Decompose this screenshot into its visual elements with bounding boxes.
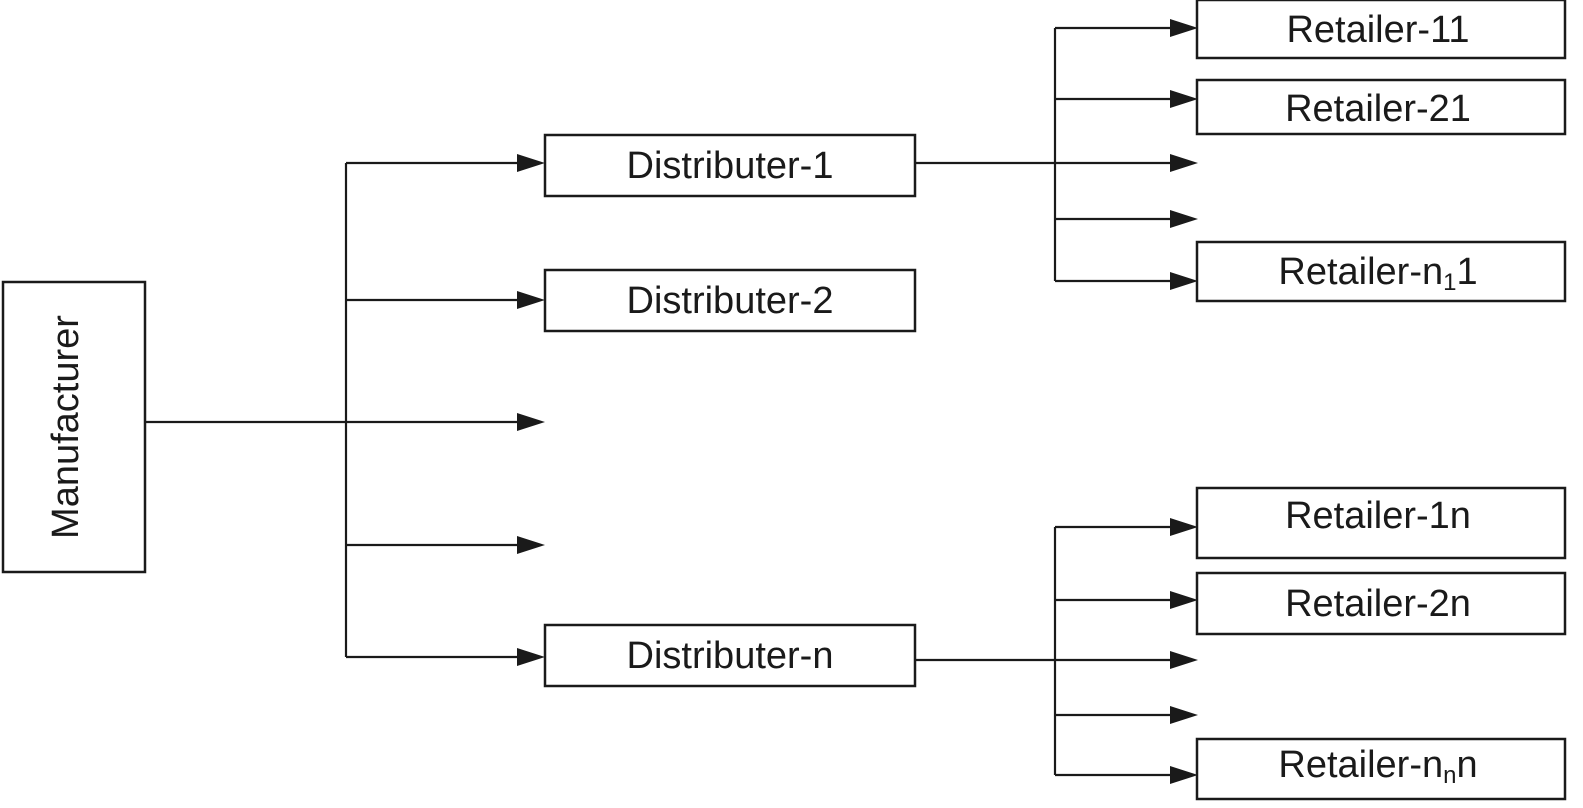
distributer-node-1: Distributer-1 [543,133,917,198]
arrowhead [1170,210,1198,228]
arrowhead [1170,651,1198,669]
retailer-label: Retailer-21 [1285,88,1471,130]
arrowhead [1170,591,1198,609]
retailer-node-nn-n: Retailer-nnn [1195,737,1567,801]
arrowhead [1170,90,1198,108]
arrowhead [517,648,545,666]
arrowhead [1170,518,1198,536]
distributer-label: Distributer-1 [627,145,834,187]
retailer-node-1n: Retailer-1n [1195,486,1567,560]
arrowhead [517,291,545,309]
distributer-label: Distributer-n [627,635,834,677]
retailer-node-21: Retailer-21 [1195,78,1567,136]
retailer-node-2n: Retailer-2n [1195,571,1567,636]
retailer-label: Retailer-nnn [1278,744,1477,789]
retailer-node-11: Retailer-11 [1195,0,1567,60]
retailer-node-n1-1: Retailer-n11 [1195,240,1567,303]
distributer-1-connectors [915,19,1198,290]
arrowhead [1170,706,1198,724]
arrowhead [1170,766,1198,784]
arrowhead [517,154,545,172]
arrowhead [1170,272,1198,290]
arrowhead [1170,19,1198,37]
arrowhead [1170,154,1198,172]
arrowhead [517,536,545,554]
manufacturer-connectors [145,154,545,666]
distributer-label: Distributer-2 [627,280,834,322]
retailer-label: Retailer-2n [1285,583,1471,625]
manufacturer-label: Manufacturer [45,315,87,539]
arrowhead [517,413,545,431]
manufacturer-node: Manufacturer [1,280,147,574]
distributer-n-connectors [915,518,1198,784]
retailer-label: Retailer-n11 [1278,251,1477,296]
distributer-node-n: Distributer-n [543,623,917,688]
distributer-node-2: Distributer-2 [543,268,917,333]
retailer-label: Retailer-11 [1286,9,1469,51]
retailer-label: Retailer-1n [1285,495,1471,537]
